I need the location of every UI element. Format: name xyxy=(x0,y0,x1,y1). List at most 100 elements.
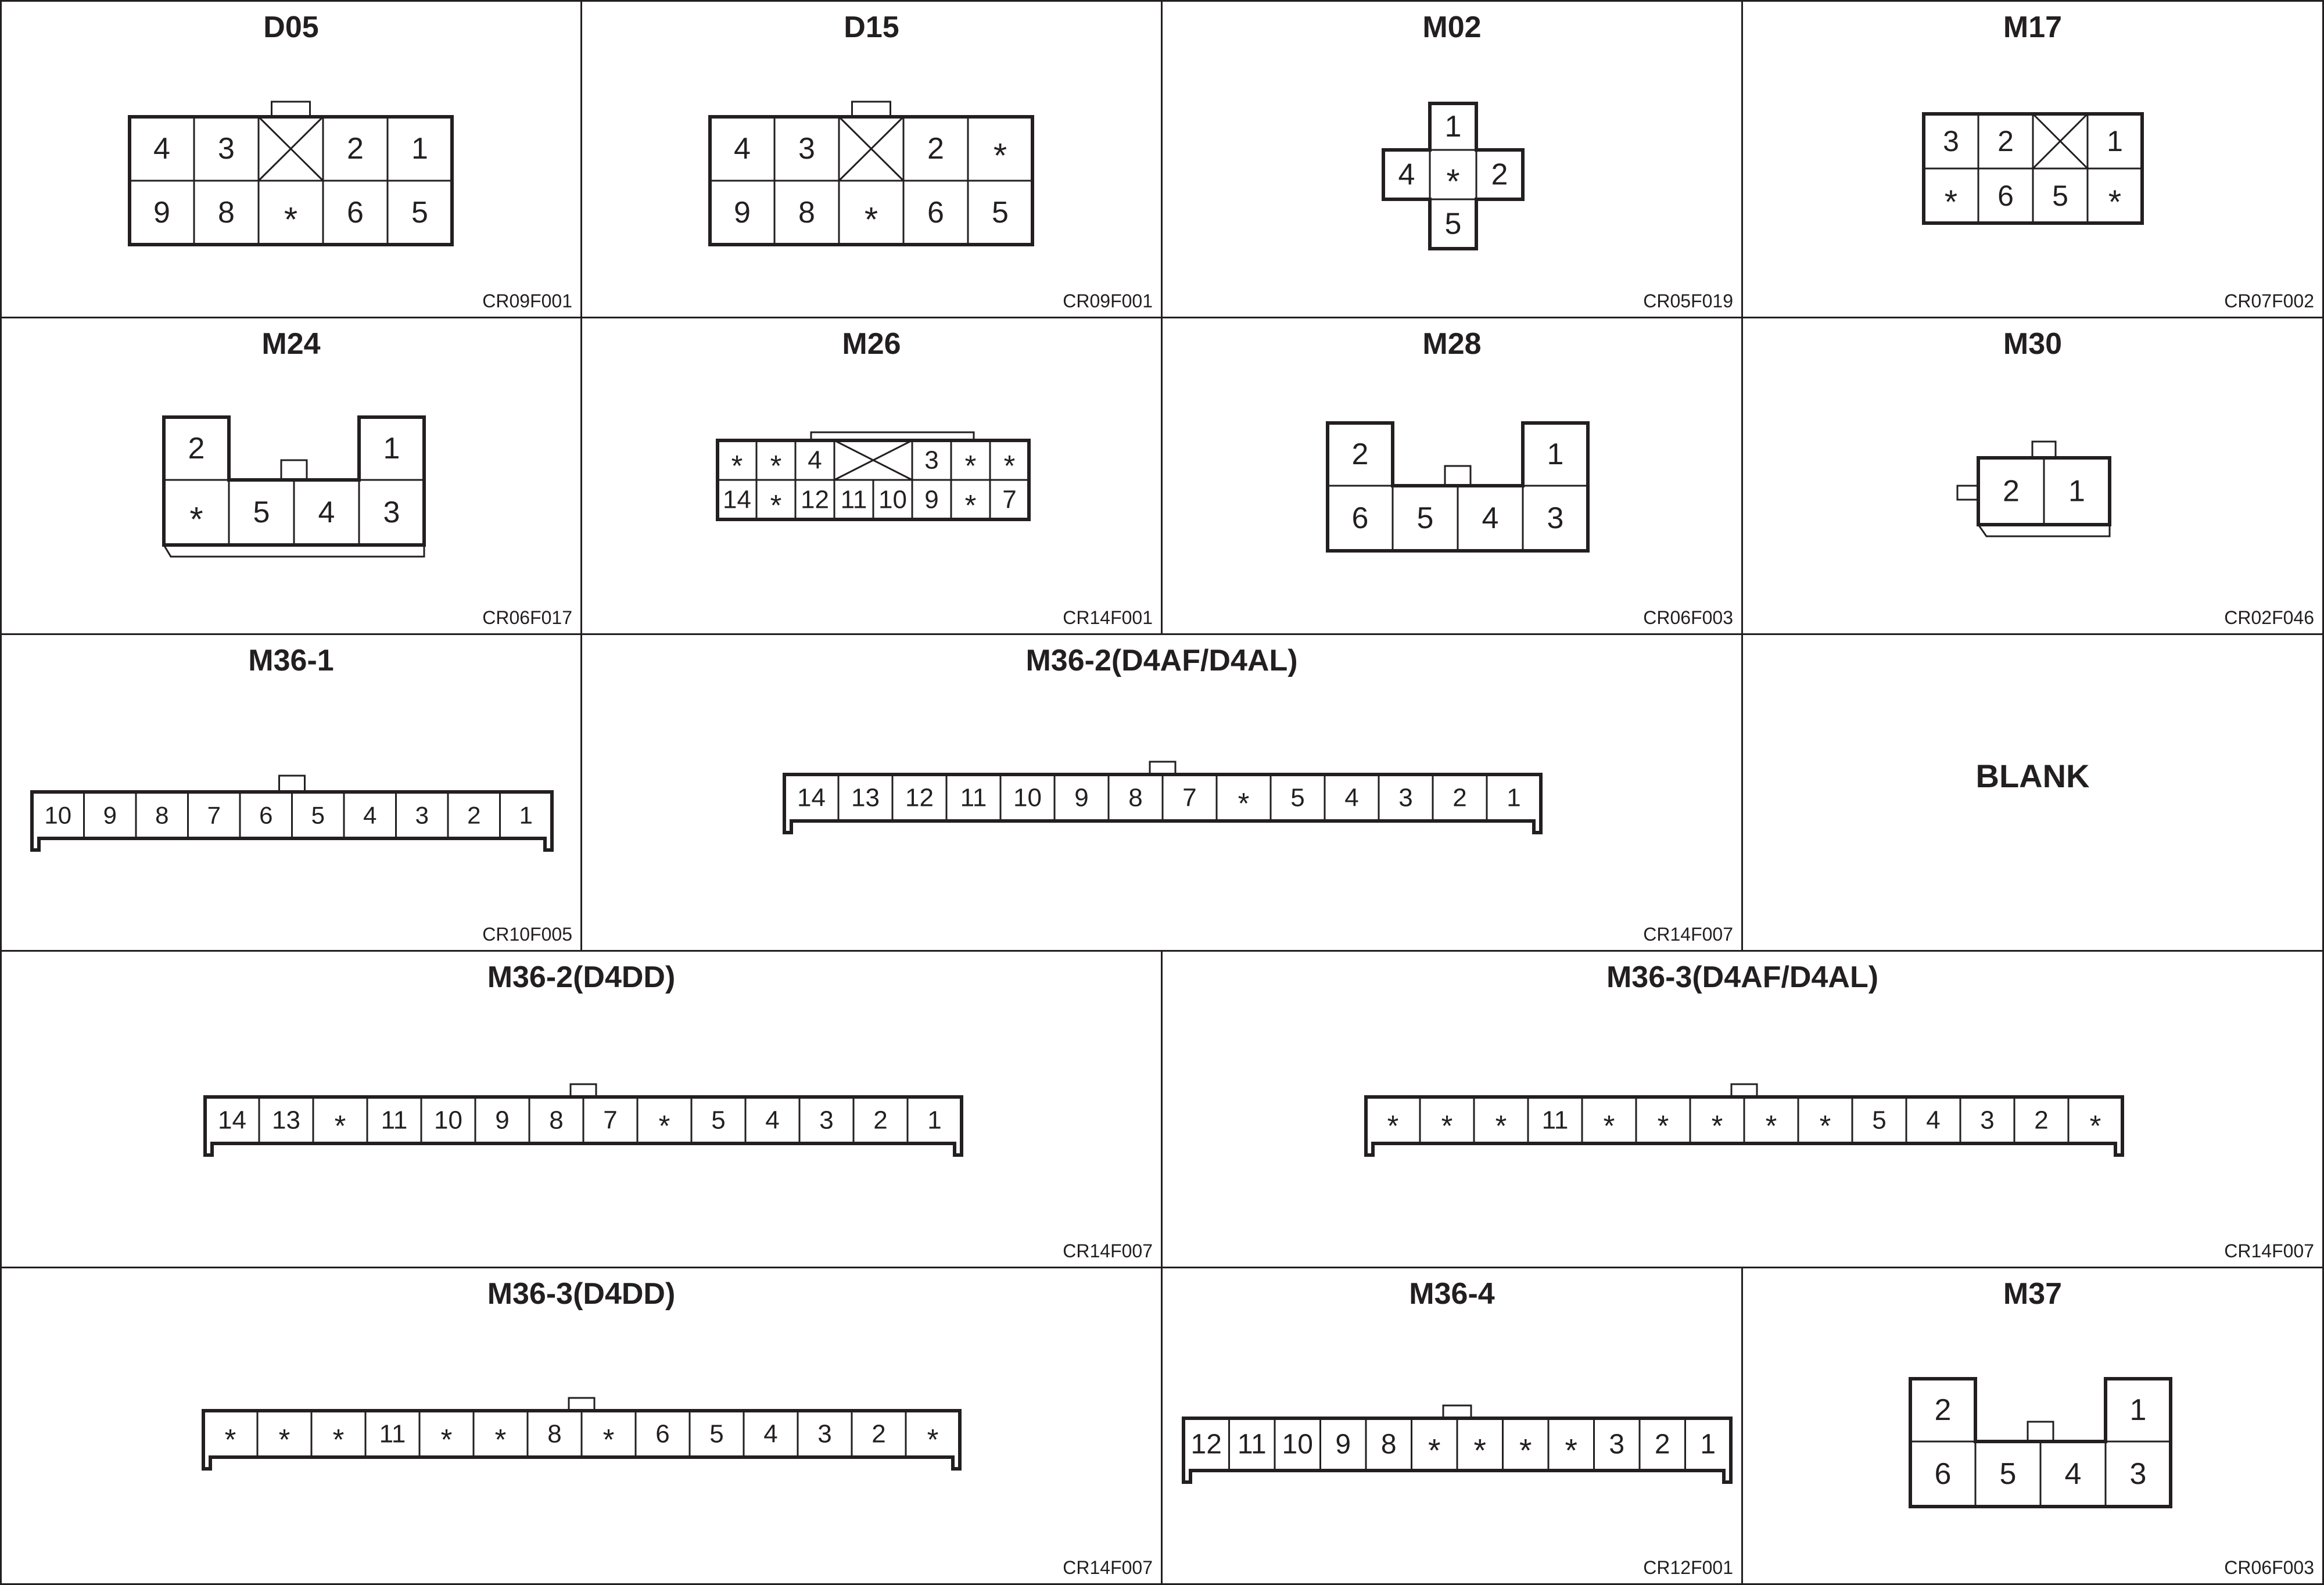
pin-10: 10 xyxy=(878,486,907,514)
cell-title: M36-2(D4AF/D4AL) xyxy=(1025,644,1298,677)
pin-4: 4 xyxy=(2065,1457,2082,1491)
pin-unused: * xyxy=(1519,1433,1532,1469)
pin-8: 8 xyxy=(1381,1429,1397,1460)
pin-unused: * xyxy=(965,449,977,482)
pin-5: 5 xyxy=(1290,784,1304,812)
lock-tab xyxy=(851,101,891,118)
connector-m02: 14*25 xyxy=(1382,102,1525,250)
pin-4: 4 xyxy=(808,446,822,475)
pin-11: 11 xyxy=(960,784,987,812)
pin-1: 1 xyxy=(2130,1393,2147,1427)
cell-title: M36-3(D4DD) xyxy=(487,1277,676,1311)
pin-3: 3 xyxy=(1547,501,1564,535)
pin-4: 4 xyxy=(363,802,376,829)
pin-2: 2 xyxy=(1655,1429,1670,1460)
pin-unused: * xyxy=(1495,1109,1507,1142)
pin-2: 2 xyxy=(1352,438,1369,471)
pin-2: 2 xyxy=(347,132,364,166)
figure-code: CR05F019 xyxy=(1643,291,1733,311)
lock-tab xyxy=(271,101,311,118)
pin-unused: * xyxy=(189,500,203,539)
pin-2: 2 xyxy=(1935,1393,1952,1427)
lock-tab xyxy=(1442,1404,1472,1419)
blank-label: BLANK xyxy=(1975,758,2090,794)
housing xyxy=(203,1095,963,1157)
pin-unused: * xyxy=(603,1423,615,1456)
pin-unused: * xyxy=(659,1109,670,1142)
pin-2: 2 xyxy=(873,1106,887,1135)
housing-skirt xyxy=(1977,524,2111,537)
pin-unused: * xyxy=(927,1423,939,1456)
pin-8: 8 xyxy=(549,1106,563,1135)
lock-tab xyxy=(568,1397,596,1412)
pin-4: 4 xyxy=(1344,784,1358,812)
pin-4: 4 xyxy=(1398,158,1415,192)
cell-title: D15 xyxy=(844,10,899,44)
pin-5: 5 xyxy=(2000,1457,2017,1491)
figure-code: CR14F007 xyxy=(1643,924,1733,945)
pin-1: 1 xyxy=(1547,438,1564,471)
pin-1: 1 xyxy=(383,432,400,465)
pin-5: 5 xyxy=(1872,1106,1886,1135)
pin-12: 12 xyxy=(1191,1429,1222,1460)
housing xyxy=(783,773,1543,834)
figure-code: CR14F007 xyxy=(1063,1557,1153,1578)
pin-8: 8 xyxy=(218,196,235,229)
pin-2: 2 xyxy=(2034,1106,2048,1135)
pin-unused: * xyxy=(333,1423,345,1456)
blank-cross xyxy=(834,439,913,481)
pin-7: 7 xyxy=(1002,486,1016,514)
pin-1: 1 xyxy=(927,1106,941,1135)
pin-5: 5 xyxy=(2052,180,2068,212)
housing xyxy=(1364,1095,2124,1157)
figure-code: CR02F046 xyxy=(2224,607,2314,628)
lock-tab xyxy=(280,459,308,481)
pin-9: 9 xyxy=(734,196,751,229)
pin-unused: * xyxy=(965,489,977,522)
pin-3: 3 xyxy=(1980,1106,1994,1135)
pin-3: 3 xyxy=(817,1420,831,1448)
blank-cross xyxy=(2032,113,2089,170)
pin-2: 2 xyxy=(1491,158,1508,192)
pin-3: 3 xyxy=(819,1106,833,1135)
cell-title: M28 xyxy=(1422,327,1482,361)
blank-cross xyxy=(257,116,324,182)
pin-8: 8 xyxy=(798,196,815,229)
pin-unused: * xyxy=(865,200,878,239)
pin-unused: * xyxy=(1441,1109,1453,1142)
pin-5: 5 xyxy=(709,1420,723,1448)
cell-title: M30 xyxy=(2003,327,2063,361)
blank-cross xyxy=(838,116,905,182)
lock-tab xyxy=(1149,761,1177,776)
pin-2: 2 xyxy=(927,132,944,166)
figure-code: CR14F001 xyxy=(1063,607,1153,628)
pin-1: 1 xyxy=(1445,110,1462,144)
pin-7: 7 xyxy=(207,802,221,829)
pin-14: 14 xyxy=(218,1106,246,1135)
pin-10: 10 xyxy=(1013,784,1042,812)
pin-4: 4 xyxy=(765,1106,779,1135)
pin-2: 2 xyxy=(467,802,480,829)
pin-unused: * xyxy=(1474,1433,1486,1469)
lock-tab xyxy=(278,774,306,793)
pin-6: 6 xyxy=(1935,1457,1952,1491)
figure-code: CR07F002 xyxy=(2224,291,2314,311)
pin-14: 14 xyxy=(797,784,826,812)
side-latch xyxy=(1956,485,1979,501)
pin-10: 10 xyxy=(1282,1429,1313,1460)
